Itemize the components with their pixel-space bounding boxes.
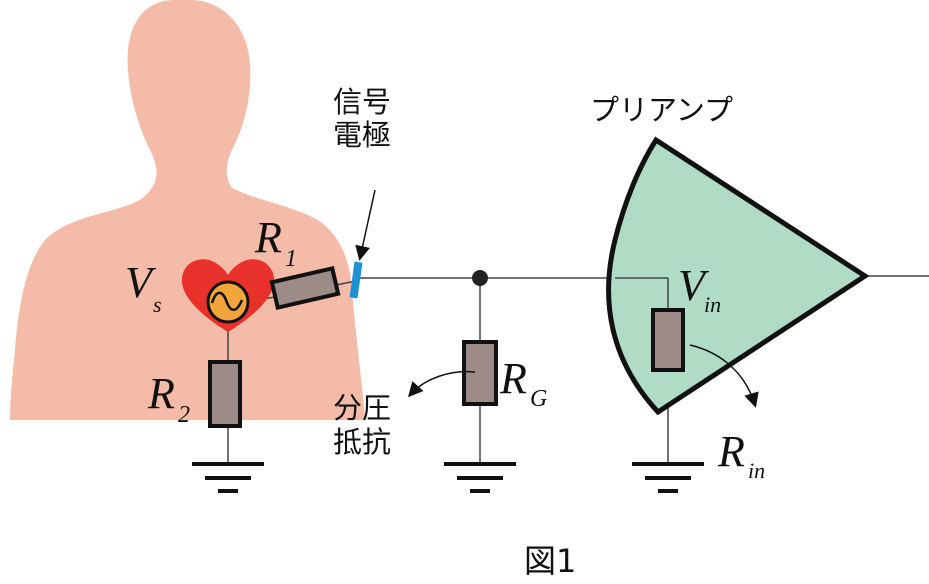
ground-symbol-icon <box>444 462 516 493</box>
divider-resistor-label-line1: 分圧 <box>333 391 391 425</box>
vin-subscript: in <box>704 292 721 317</box>
signal-electrode <box>349 261 363 299</box>
vin-label: V <box>678 261 710 310</box>
vs-subscript: s <box>153 292 162 317</box>
ground-symbol-icon <box>632 462 704 493</box>
curved-arrow-icon <box>689 344 759 408</box>
ground-symbol-icon <box>192 462 264 493</box>
rg-label: R <box>499 354 527 403</box>
r2-label: R <box>147 369 175 418</box>
junction-node <box>472 270 488 286</box>
curved-arrow-icon <box>408 370 476 398</box>
resistor-rg <box>462 340 498 406</box>
signal-electrode-label-line1: 信号 <box>333 85 391 119</box>
rin-subscript: in <box>748 458 765 483</box>
figure-caption: 図1 <box>524 542 576 580</box>
vs-label: V <box>125 258 157 307</box>
rg-subscript: G <box>530 386 547 412</box>
resistor-r1 <box>269 265 341 311</box>
divider-resistor-label-line2: 抵抗 <box>333 425 391 459</box>
ac-source-icon <box>206 280 250 324</box>
rin-label: R <box>717 427 745 476</box>
signal-electrode-label-line2: 電極 <box>333 118 391 152</box>
resistor-rin <box>651 308 685 372</box>
preamp-internal-wire <box>615 277 669 310</box>
resistor-r2 <box>208 360 242 428</box>
preamp-label: プリアンプ <box>590 93 733 127</box>
r2-subscript: 2 <box>178 402 190 428</box>
electrode-pointer-arrow <box>355 189 376 261</box>
human-torso-silhouette-icon <box>10 0 365 420</box>
r1-label: R <box>254 213 282 262</box>
r1-subscript: 1 <box>285 246 297 272</box>
